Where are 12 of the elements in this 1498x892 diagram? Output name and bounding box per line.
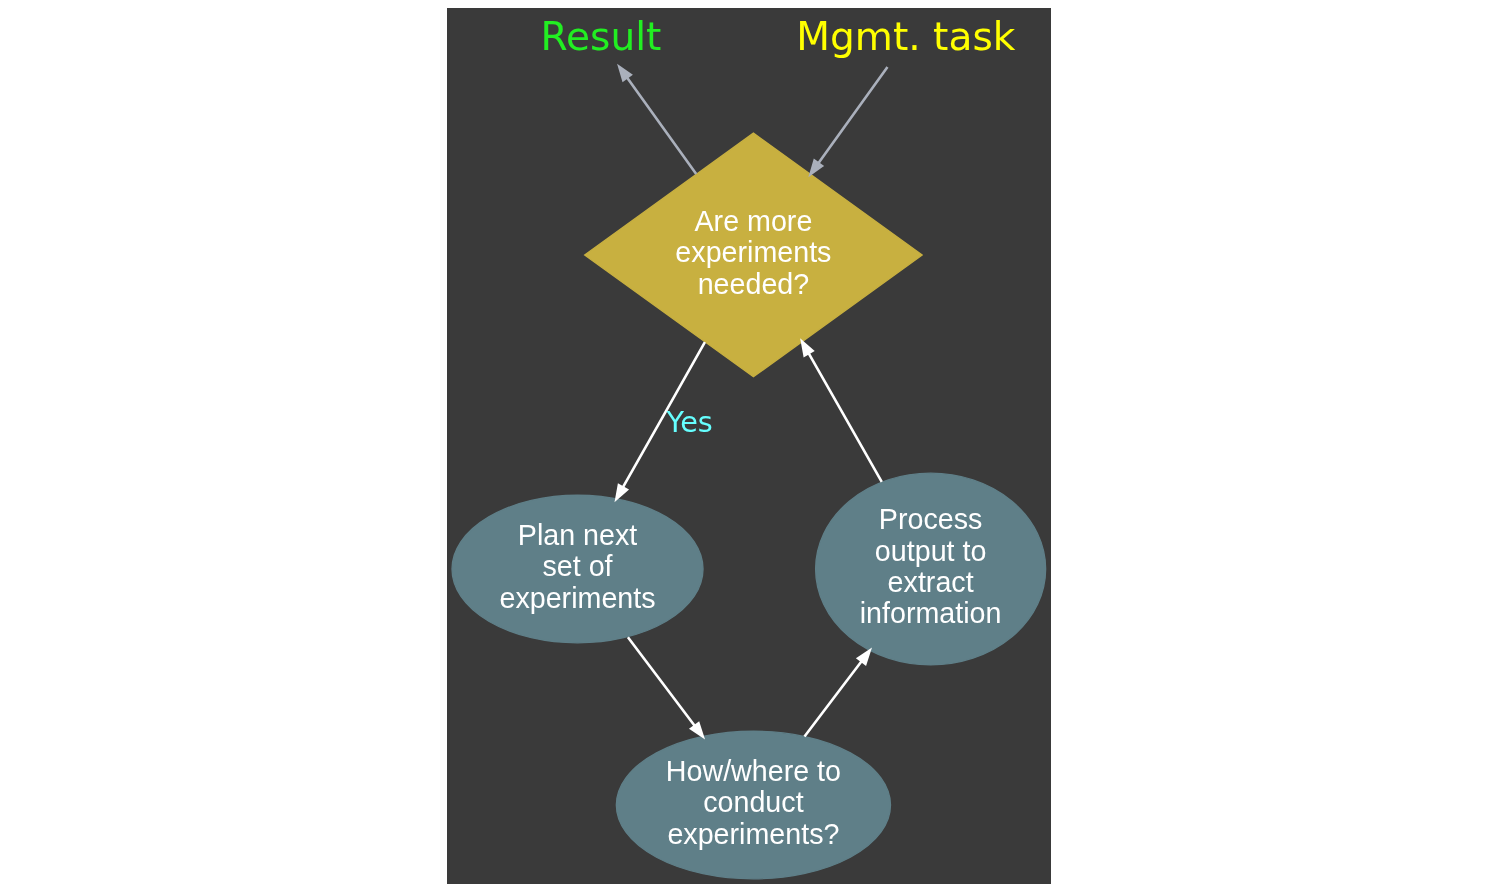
- arrow: [808, 66, 889, 178]
- arrow: [626, 636, 706, 740]
- node-ellipse: Plan next set of experiments: [451, 494, 704, 644]
- arrow: [617, 63, 698, 175]
- node-diamond: Are more experiments needed?: [583, 132, 924, 378]
- arrow: [614, 341, 707, 503]
- node-text: Mgmt. task: [796, 13, 1016, 59]
- arrow: [800, 338, 883, 483]
- node-text: Result: [540, 13, 662, 59]
- arrow: [803, 647, 873, 738]
- node-ellipse: How/where to conduct experiments?: [615, 730, 892, 880]
- edge-label: Yes: [666, 405, 713, 440]
